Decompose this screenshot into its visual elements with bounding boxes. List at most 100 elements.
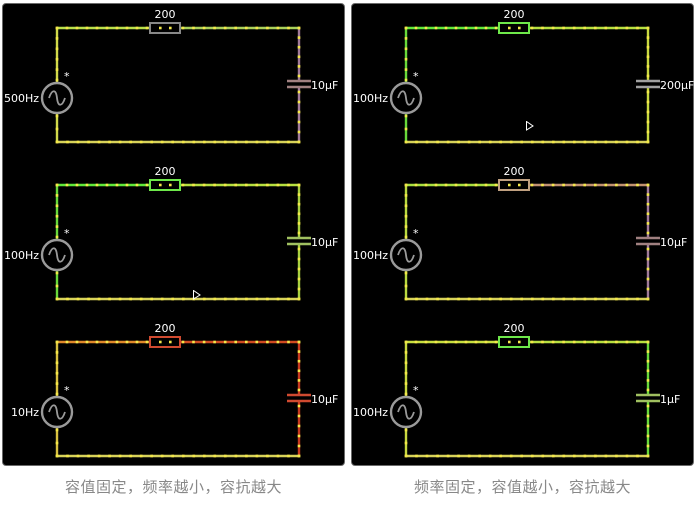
current-dot [646, 65, 650, 68]
current-dot [583, 297, 587, 301]
current-dot [454, 26, 458, 30]
current-dot [181, 26, 185, 30]
current-dot [446, 454, 450, 458]
current-dot [55, 47, 59, 51]
current-dot [129, 140, 132, 144]
current-dot [129, 454, 132, 458]
current-dot [159, 340, 162, 344]
current-dot [145, 183, 149, 187]
resistor [498, 179, 530, 191]
current-dot [509, 454, 513, 458]
current-dot [66, 454, 69, 458]
current-dot [160, 297, 164, 301]
current-dot [203, 297, 206, 301]
current-dot [297, 350, 301, 353]
current-dot [646, 257, 650, 261]
current-dot [509, 140, 513, 144]
current-dot [297, 26, 301, 30]
current-dot [255, 297, 259, 301]
current-dot [108, 140, 111, 144]
current-dot [615, 454, 618, 458]
current-dot [224, 454, 227, 458]
current-dot [213, 297, 217, 301]
current-dot [541, 340, 544, 344]
current-dot [297, 74, 301, 78]
current-dot [139, 140, 143, 144]
current-dot [287, 26, 290, 30]
current-dot [646, 110, 650, 114]
current-dot [169, 183, 172, 187]
current-dot [118, 454, 122, 458]
current-dot [160, 140, 164, 144]
current-dot [615, 183, 618, 187]
current-dot [484, 340, 488, 344]
current-dot [646, 36, 650, 39]
current-dot [625, 26, 629, 30]
current-dot [55, 183, 59, 187]
current-dot [55, 214, 59, 218]
current-dot [625, 140, 629, 144]
current-dot [297, 297, 301, 301]
current-dot [604, 183, 608, 187]
current-dot [425, 297, 429, 301]
current-dot [245, 340, 248, 344]
current-dot [255, 340, 259, 344]
current-dot [159, 26, 162, 30]
current-dot [55, 351, 59, 354]
current-dot [646, 247, 650, 251]
current-dot [224, 297, 227, 301]
current-dot [105, 26, 109, 30]
current-dot [625, 340, 629, 344]
current-dot [646, 359, 650, 363]
current-dot [297, 287, 301, 291]
current-dot [97, 140, 101, 144]
cursor-icon [193, 290, 201, 300]
resistor-label: 200 [155, 8, 176, 21]
current-dot [646, 444, 650, 448]
current-dot [457, 140, 460, 144]
current-dot [594, 454, 597, 458]
current-dot [55, 235, 59, 239]
current-dot [245, 140, 248, 144]
current-dot [615, 140, 618, 144]
current-dot [425, 140, 429, 144]
current-dot [499, 454, 502, 458]
current-dot [75, 183, 79, 187]
current-dot [457, 297, 460, 301]
source-label: 100Hz [353, 406, 388, 419]
current-dot [636, 183, 639, 187]
current-dot [404, 235, 408, 239]
source-label: 100Hz [353, 92, 388, 105]
current-dot [551, 340, 555, 344]
left-caption: 容值固定，频率越小，容抗越大 [64, 478, 282, 496]
current-dot [115, 340, 119, 344]
current-dot [531, 297, 534, 301]
current-dot [55, 441, 59, 445]
current-dot [541, 454, 545, 458]
current-dot [646, 369, 650, 373]
source-marker: * [64, 227, 70, 240]
current-dot [520, 140, 523, 144]
current-dot [87, 454, 90, 458]
current-dot [509, 297, 513, 301]
current-dot [55, 392, 59, 396]
current-dot [424, 26, 428, 30]
current-dot [234, 26, 237, 30]
current-dot [604, 297, 608, 301]
current-dot [467, 140, 471, 144]
current-dot [55, 68, 59, 71]
current-dot [508, 26, 511, 30]
sine-wave-icon [48, 90, 66, 106]
current-dot [404, 57, 408, 61]
current-dot [125, 183, 129, 187]
current-dot [414, 340, 418, 344]
current-dot [55, 361, 59, 365]
current-dot [125, 26, 129, 30]
ac-source-icon [389, 238, 423, 272]
current-dot [223, 340, 227, 344]
current-dot [55, 114, 59, 118]
current-dot [404, 194, 408, 197]
current-dot [404, 225, 408, 228]
current-dot [75, 340, 79, 344]
current-dot [636, 26, 639, 30]
